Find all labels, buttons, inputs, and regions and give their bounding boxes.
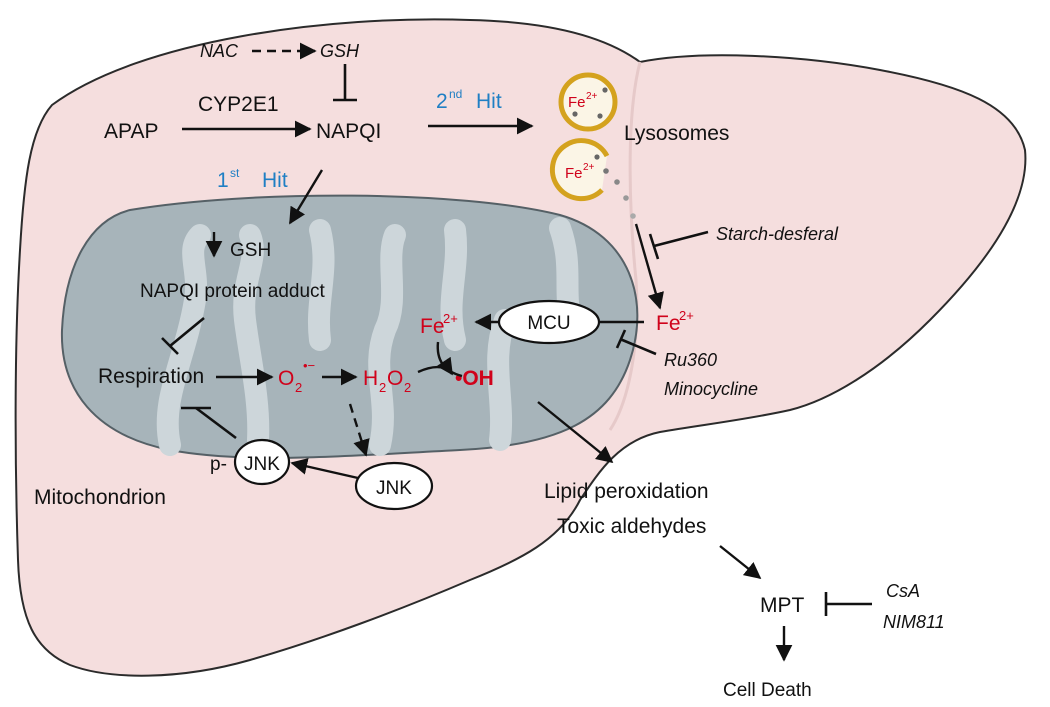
fe-lysosome-2-charge: 2+	[583, 162, 595, 173]
h2o2-o: O	[387, 367, 403, 390]
second-hit-word: Hit	[476, 90, 502, 113]
jnk-node	[354, 461, 434, 511]
gsh-top-label: GSH	[320, 41, 360, 61]
respiration-label: Respiration	[98, 365, 204, 388]
mitochondrion-label: Mitochondrion	[34, 486, 166, 509]
fe-mito-label: Fe	[420, 315, 445, 338]
h2o2-sub2: 2	[404, 380, 411, 395]
h2o2-sub1: 2	[379, 380, 386, 395]
napqi-to-mitochondrion-arrow	[288, 169, 324, 225]
hydroxyl-radical-label: •OH	[455, 367, 494, 390]
starch-desferal-inhibitor	[653, 230, 709, 248]
mcu-label: MCU	[527, 313, 570, 334]
lysosome-bottom: Fe 2+	[549, 138, 636, 219]
aldehydes-to-mpt-arrow	[719, 545, 762, 580]
nim811-label: NIM811	[883, 612, 945, 632]
jnk-label: JNK	[376, 478, 412, 499]
liver-lobe-divider	[608, 61, 642, 431]
phospho-prefix: p-	[210, 454, 227, 475]
cyp2e1-label: CYP2E1	[198, 93, 279, 116]
superoxide-superscript: •−	[303, 358, 315, 373]
ru360-inhibitor	[619, 337, 657, 356]
starch-desferal-label: Starch-desferal	[716, 224, 839, 244]
apap-label: APAP	[104, 120, 158, 143]
minocycline-label: Minocycline	[664, 379, 758, 399]
nac-label: NAC	[200, 41, 239, 61]
h2o2-h: H	[363, 367, 378, 390]
first-hit-number: 1	[217, 169, 229, 192]
second-hit-number: 2	[436, 90, 448, 113]
cell-death-label: Cell Death	[723, 680, 812, 701]
pjnk-inhibits-respiration	[195, 406, 237, 440]
pjnk-node	[233, 438, 291, 486]
superoxide-o: O	[278, 367, 294, 390]
fe-lysosome-1-charge: 2+	[586, 91, 598, 102]
hydroxyl-to-lipid-arrow	[537, 401, 614, 464]
fe-mito-charge: 2+	[443, 311, 458, 326]
toxic-aldehydes-label: Toxic aldehydes	[557, 515, 706, 538]
lysosome-iron-release-arrow	[634, 223, 664, 310]
gsh-mito-label: GSH	[230, 240, 271, 261]
mpt-label: MPT	[760, 594, 805, 617]
ros-activates-jnk-arrow	[348, 403, 370, 457]
pjnk-label: JNK	[244, 454, 280, 475]
lysosomes-label: Lysosomes	[624, 122, 729, 145]
fe-lysosome-1: Fe	[568, 94, 586, 111]
csa-label: CsA	[886, 581, 920, 601]
adduct-inhibits-respiration	[169, 316, 205, 348]
first-hit-word: Hit	[262, 169, 288, 192]
napqi-label: NAPQI	[316, 120, 381, 143]
first-hit-suffix: st	[230, 166, 240, 180]
lysosome-top: Fe 2+	[558, 72, 618, 132]
fe-lysosome-2: Fe	[565, 165, 583, 182]
napqi-protein-adduct-label: NAPQI protein adduct	[140, 281, 326, 302]
lipid-peroxidation-label: Lipid peroxidation	[544, 480, 709, 503]
superoxide-subscript: 2	[295, 380, 302, 395]
jnk-to-pjnk-arrow	[290, 458, 359, 480]
fe-to-hydroxyl-curve	[436, 341, 463, 378]
second-hit-suffix: nd	[449, 87, 462, 101]
fe-cytosol-charge: 2+	[679, 308, 694, 323]
fe-cytosol-label: Fe	[656, 312, 681, 335]
ru360-label: Ru360	[664, 350, 717, 370]
